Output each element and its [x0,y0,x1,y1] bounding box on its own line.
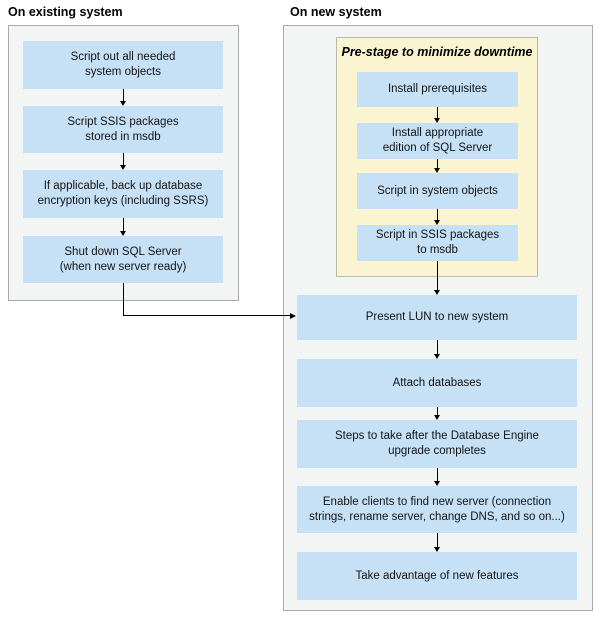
step-post-upgrade-steps: Steps to take after the Database Engine … [297,420,577,468]
step-backup-encryption-keys: If applicable, back up database encrypti… [23,170,223,218]
step-script-in-system-objects: Script in system objects [357,173,518,209]
arrow-down-icon [433,159,442,173]
elbow-connector-line [123,283,290,316]
step-take-advantage-new-features: Take advantage of new features [297,552,577,600]
prestage-group-title: Pre-stage to minimize downtime [341,45,533,59]
step-install-prerequisites: Install prerequisites [357,72,518,107]
step-install-sql-server-edition: Install appropriate edition of SQL Serve… [357,123,518,159]
step-enable-clients: Enable clients to find new server (conne… [297,486,577,533]
arrow-down-icon [119,218,128,236]
arrow-down-icon [433,468,442,486]
arrow-down-icon [433,340,442,359]
step-present-lun: Present LUN to new system [297,295,577,340]
arrow-down-icon [433,533,442,552]
step-script-ssis-packages: Script SSIS packages stored in msdb [23,106,223,153]
step-attach-databases: Attach databases [297,359,577,407]
step-script-in-ssis-packages: Script in SSIS packages to msdb [357,225,518,261]
arrow-right-icon [290,313,296,319]
arrow-down-icon [119,89,128,106]
step-script-system-objects: Script out all needed system objects [23,41,223,89]
arrow-down-icon [119,153,128,170]
arrow-down-icon [433,107,442,123]
right-column-title: On new system [290,5,382,19]
step-shut-down-sql-server: Shut down SQL Server (when new server re… [23,236,223,283]
arrow-down-icon [433,261,442,295]
arrow-down-icon [433,209,442,225]
arrow-down-icon [433,407,442,420]
left-column-title: On existing system [8,5,123,19]
